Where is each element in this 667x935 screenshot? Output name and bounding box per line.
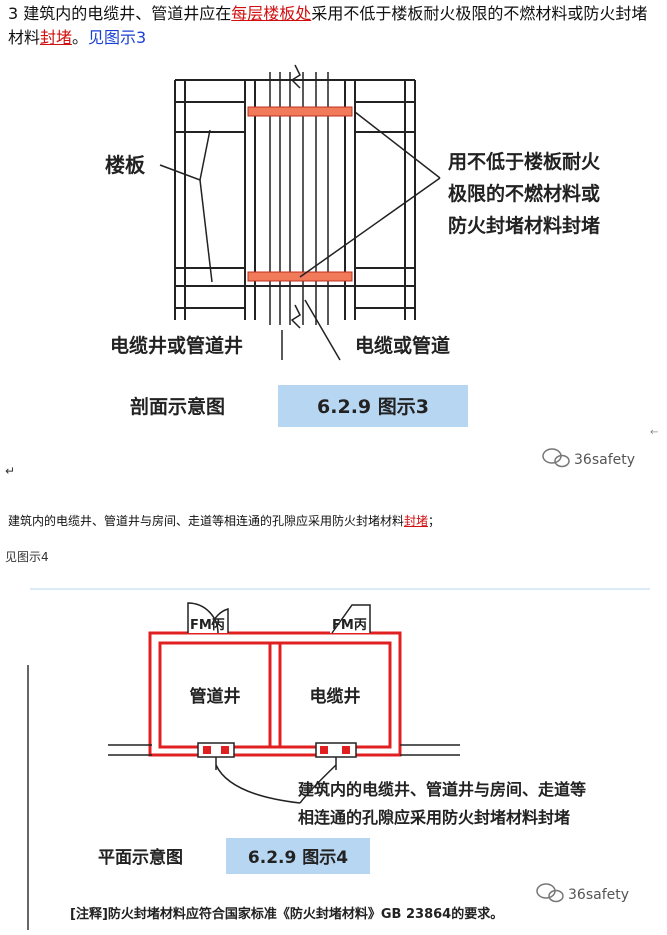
wechat-icon [542,448,570,468]
text-middle: 采用不低于楼板耐火极限的不燃材料或防火封堵材料 [8,4,648,47]
caption4-left: 平面示意图 [98,847,183,868]
gap-text: 建筑内的电缆井、管道井与房间、走道等相连通的孔隙应采用防火封堵材料 [8,514,405,528]
door-right-label: FM丙 [332,618,367,633]
label-floor-slab: 楼板 [105,153,146,177]
highlight-each-floor: 每层楼板处 [231,4,312,23]
watermark4: 36safety [568,887,629,903]
label-cable-or-pipe: 电缆或管道 [355,334,450,357]
room-pipe-shaft: 管道井 [190,686,241,707]
caption3-box-text: 6.2.9 图示3 [317,396,429,418]
callout3-line3: 防火封堵材料封堵 [448,214,600,237]
gap-highlight-seal: 封堵 [404,514,429,528]
highlight-seal: 封堵 [40,28,73,47]
paragraph-gap-sealing: 建筑内的电缆井、管道井与房间、走道等相连通的孔隙应采用防火封堵材料封堵； [8,512,440,529]
figure4-ref[interactable]: 见图示4 [5,550,49,564]
item-number: 3 [8,4,19,23]
figure4-note: [注释]防火封堵材料应符合国家标准《防火封堵材料》GB 23864的要求。 [70,906,503,922]
caption3-box [278,385,468,427]
callout4-line2: 相连通的孔隙应采用防火封堵材料封堵 [298,808,570,827]
figure3-section-diagram: 楼板 用不低于楼板耐火 极限的不燃材料或 防火封堵材料封堵 电缆井或管道井 电缆… [105,64,658,468]
room-cable-shaft: 电缆井 [310,686,361,707]
figure3-link[interactable]: 见图示3 [88,28,147,47]
callout3-line1: 用不低于楼板耐火 [448,150,601,173]
wechat-icon-2 [536,883,564,903]
return-mark: ↵ [5,464,16,478]
text-sep: 。 [72,28,89,47]
fire-seal-top [247,106,353,117]
door-left-label: FM丙 [190,618,225,633]
callout4-line1: 建筑内的电缆井、管道井与房间、走道等 [298,780,586,799]
label-shaft: 电缆井或管道井 [110,334,243,357]
gap-end: ； [428,514,441,528]
caption3-left: 剖面示意图 [130,395,225,418]
figure4-plan-diagram: FM丙 FM丙 管道井 电缆井 建筑内的电缆井、管道井与房间、走道等 相连通的孔… [27,588,650,930]
watermark3: 36safety [574,452,635,468]
text-before: 建筑内的电缆井、管道井应在 [23,4,232,23]
paragraph-shaft-sealing: 3 建筑内的电缆井、管道井应在每层楼板处采用不低于楼板耐火极限的不燃材料或防火封… [8,2,663,50]
caption4-box [226,838,370,874]
back-arrow: ← [650,427,658,438]
callout3-line2: 极限的不燃材料或 [448,182,600,205]
caption4-box-text: 6.2.9 图示4 [248,848,348,868]
